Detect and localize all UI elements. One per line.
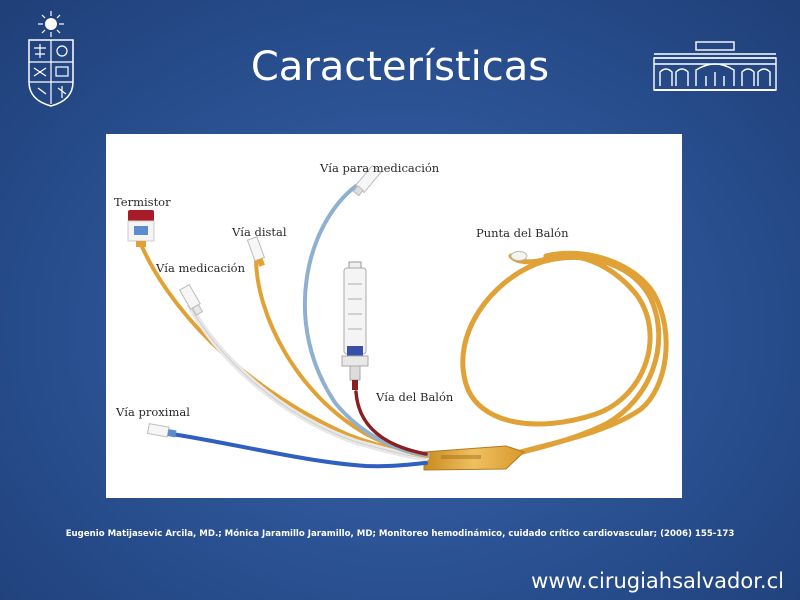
label-via-distal: Vía distal: [232, 225, 287, 239]
distal-connector: [246, 236, 266, 267]
slide-title: Características: [250, 44, 550, 90]
university-crest-logo: [26, 10, 76, 110]
proximal-lumen: [170, 432, 428, 469]
para-medicacion-connector: [352, 164, 382, 197]
catheter-hub: [423, 445, 525, 471]
citation-text: Eugenio Matijasevic Arcila, MD.; Mónica …: [65, 529, 735, 539]
label-via-del-balon: Vía del Balón: [376, 390, 454, 404]
proximal-connector: [146, 423, 177, 438]
balloon-tip: [510, 251, 528, 261]
catheter-loop: [460, 250, 669, 459]
label-via-medicacion: Vía medicación: [156, 261, 245, 275]
medicacion-connector: [178, 283, 204, 316]
website-url: www.cirugiahsalvador.cl: [531, 569, 784, 593]
label-via-proximal: Vía proximal: [116, 405, 190, 419]
label-via-para-medicacion: Vía para medicación: [320, 161, 440, 175]
label-punta-del-balon: Punta del Balón: [476, 226, 569, 240]
balloon-syringe: [341, 261, 369, 390]
termistor-connector: [127, 210, 155, 247]
catheter-figure: Termistor Vía medicación Vía distal Vía …: [106, 134, 682, 498]
hospital-building-logo: [652, 40, 778, 92]
balon-lumen: [354, 390, 428, 456]
para-medicacion-lumen: [302, 184, 430, 457]
label-termistor: Termistor: [114, 195, 171, 209]
